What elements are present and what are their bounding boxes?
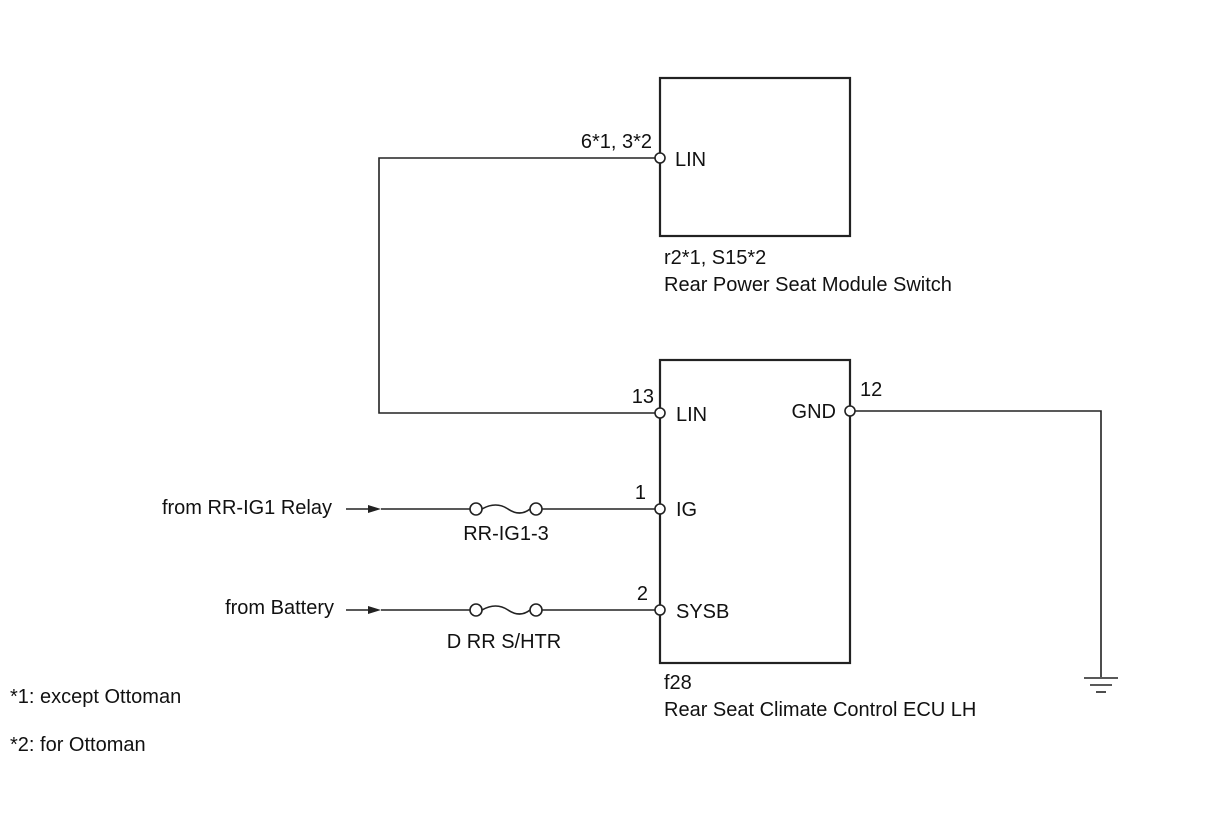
sysb-fuse-label: D RR S/HTR: [447, 631, 561, 653]
ecu-name: Rear Seat Climate Control ECU LH: [664, 699, 976, 721]
module-switch-lin-label: LIN: [675, 149, 706, 171]
ecu-ig-pin-number: 1: [635, 482, 646, 504]
gnd-wire: [854, 410, 1102, 677]
relay-arrow-icon: [346, 505, 381, 513]
terminal-icon: [654, 503, 666, 515]
ecu-lin-pin-number: 13: [632, 386, 654, 408]
terminal-icon: [654, 604, 666, 616]
fuse-icon: [469, 502, 543, 516]
ground-icon: [1084, 677, 1118, 693]
terminal-icon: [844, 405, 856, 417]
module-switch-connector: r2*1, S15*2: [664, 247, 766, 269]
ecu-sysb-label: SYSB: [676, 601, 729, 623]
lin-wire: [378, 157, 656, 414]
ecu-gnd-pin-number: 12: [860, 379, 882, 401]
terminal-icon: [654, 152, 666, 164]
fuse-icon: [469, 603, 543, 617]
ecu-ig-label: IG: [676, 499, 697, 521]
ecu-connector: f28: [664, 672, 692, 694]
ecu-gnd-label: GND: [792, 401, 836, 423]
module-switch-lin-pin-number: 6*1, 3*2: [581, 131, 652, 153]
ecu-box: [658, 358, 852, 665]
ig-fuse-label: RR-IG1-3: [463, 523, 549, 545]
terminal-icon: [654, 407, 666, 419]
note-except-ottoman: *1: except Ottoman: [10, 686, 181, 708]
note-for-ottoman: *2: for Ottoman: [10, 734, 146, 756]
ecu-lin-label: LIN: [676, 404, 707, 426]
ecu-sysb-pin-number: 2: [637, 583, 648, 605]
relay-source-label: from RR-IG1 Relay: [162, 497, 332, 519]
module-switch-name: Rear Power Seat Module Switch: [664, 274, 952, 296]
battery-arrow-icon: [346, 606, 381, 614]
module-switch-box: [658, 76, 852, 238]
battery-source-label: from Battery: [225, 597, 334, 619]
